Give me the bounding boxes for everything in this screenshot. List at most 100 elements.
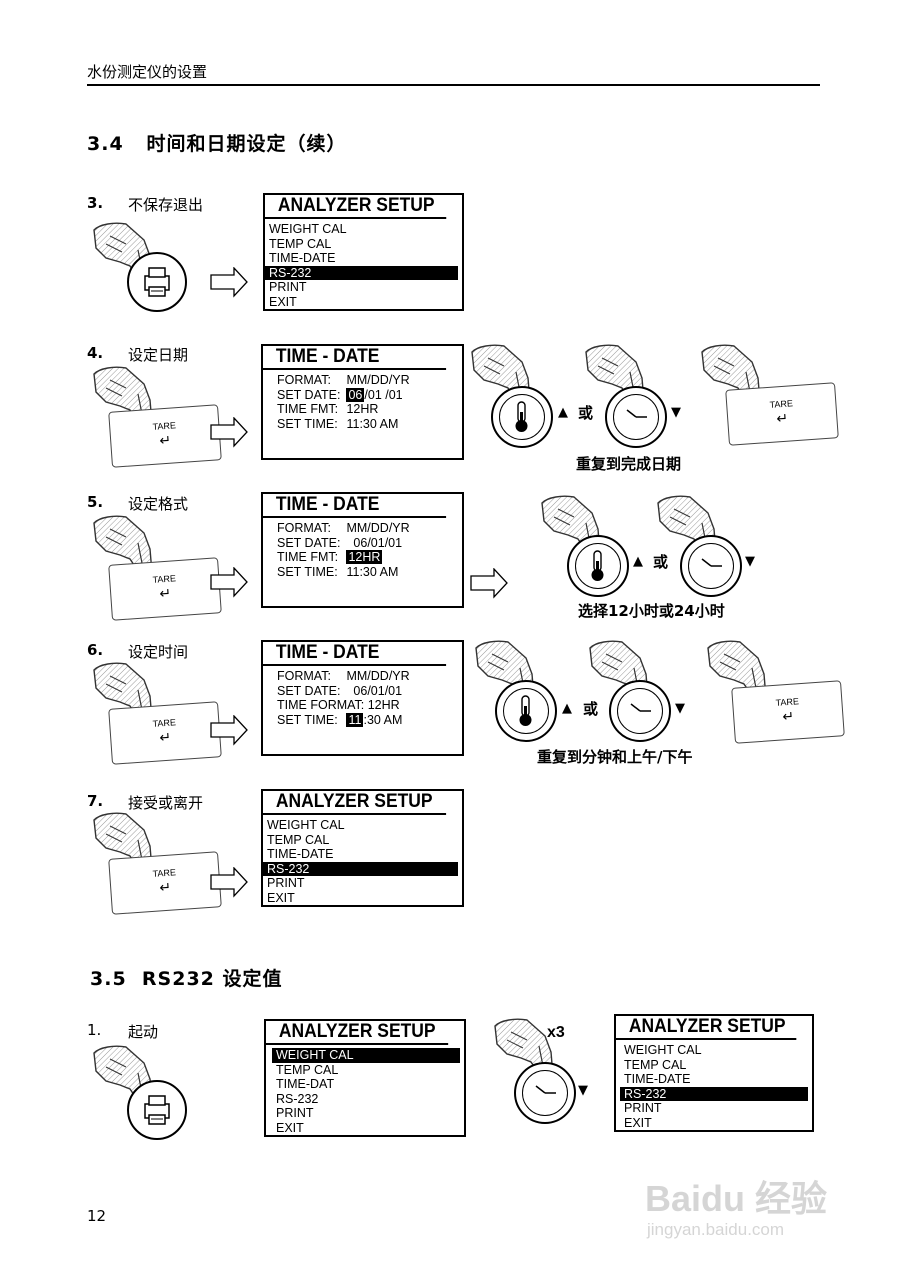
- menu-item-print[interactable]: PRINT: [267, 876, 305, 890]
- arrow-down-icon: ▼: [745, 554, 755, 569]
- tare-key[interactable]: TARE ↵: [731, 680, 845, 744]
- or-text: 或: [578, 404, 594, 422]
- clock-button[interactable]: [680, 535, 742, 597]
- tare-key[interactable]: TARE ↵: [725, 382, 839, 446]
- menu-item-weight-cal[interactable]: WEIGHT CAL: [624, 1043, 702, 1057]
- section-number: 3.5: [90, 968, 127, 990]
- step-label: 设定时间: [128, 643, 189, 661]
- row-label: SET TIME:: [277, 564, 338, 579]
- row-value: 12HR: [346, 402, 379, 416]
- clock-button[interactable]: [609, 680, 671, 742]
- menu-item-weight-cal-selected[interactable]: WEIGHT CAL: [272, 1048, 460, 1063]
- format-row: FORMAT: MM/DD/YR: [263, 521, 462, 536]
- time-format-field-highlighted[interactable]: 12HR: [346, 550, 383, 564]
- outline-arrow-right-icon: [470, 568, 508, 598]
- thermometer-icon: [591, 550, 604, 581]
- row-label: SET TIME:: [277, 712, 338, 727]
- tare-key[interactable]: TARE ↵: [108, 701, 222, 765]
- menu-item-time-date[interactable]: TIME-DATE: [269, 251, 336, 265]
- row-label: FORMAT:: [277, 669, 331, 683]
- step-number: 6.: [87, 641, 104, 659]
- row-value: 11:30 AM: [346, 564, 399, 579]
- arrow-down-icon: ▼: [671, 405, 681, 420]
- menu-item-time-date[interactable]: TIME-DAT: [276, 1077, 335, 1091]
- row-label: FORMAT:: [277, 521, 331, 535]
- print-button[interactable]: [127, 252, 187, 312]
- set-date-row: SET DATE: 06/01/01: [263, 536, 462, 551]
- set-date-row: SET DATE: 06/01/01: [263, 684, 462, 699]
- tare-key[interactable]: TARE ↵: [108, 404, 222, 468]
- time-fmt-row: TIME FMT: 12HR: [263, 402, 462, 417]
- menu-item-rs232-selected[interactable]: RS-232: [265, 265, 458, 280]
- row-value: MM/DD/YR: [346, 669, 410, 683]
- outline-arrow-right-icon: [210, 867, 248, 897]
- row-value: 06/01/01: [353, 535, 403, 550]
- menu-item-exit[interactable]: EXIT: [276, 1120, 304, 1135]
- page-number: 12: [87, 1207, 107, 1225]
- clock-icon: [535, 1085, 556, 1094]
- menu-item-print[interactable]: PRINT: [269, 280, 307, 294]
- analyzer-setup-screen: ANALYZER SETUP WEIGHT CAL TEMP CAL TIME-…: [614, 1014, 814, 1132]
- time-fmt-row: TIME FMT: 12HR: [263, 550, 462, 565]
- menu-item-rs232-selected[interactable]: RS-232: [263, 861, 458, 876]
- temperature-button[interactable]: [495, 680, 557, 742]
- clock-button[interactable]: [605, 386, 667, 448]
- menu-item-temp-cal[interactable]: TEMP CAL: [624, 1057, 687, 1072]
- menu-item-exit[interactable]: EXIT: [269, 294, 297, 309]
- analyzer-setup-screen: ANALYZER SETUP WEIGHT CAL TEMP CAL TIME-…: [261, 789, 464, 907]
- row-value: :30 AM: [363, 712, 403, 727]
- set-date-row: SET DATE: 06/01 /01: [263, 387, 462, 403]
- row-label: SET DATE:: [277, 683, 341, 698]
- arrow-up-icon: ▲: [562, 701, 572, 716]
- row-label: TIME FMT:: [277, 402, 339, 416]
- tare-key[interactable]: TARE ↵: [108, 557, 222, 621]
- temperature-button[interactable]: [567, 535, 629, 597]
- watermark: Baidu 经验 jingyan.baidu.com: [645, 1150, 865, 1250]
- or-text: 或: [653, 553, 669, 571]
- step-number: 7.: [87, 792, 104, 810]
- screen-title: ANALYZER SETUP: [263, 791, 447, 815]
- outline-arrow-right-icon: [210, 567, 248, 597]
- outline-arrow-right-icon: [210, 417, 248, 447]
- menu-item-print[interactable]: PRINT: [276, 1106, 314, 1120]
- menu-item-weight-cal[interactable]: WEIGHT CAL: [267, 818, 345, 832]
- clock-icon: [701, 558, 722, 567]
- menu-item-temp-cal[interactable]: TEMP CAL: [267, 832, 330, 847]
- time-date-screen: TIME - DATE FORMAT: MM/DD/YR SET DATE: 0…: [261, 492, 464, 608]
- menu-item-temp-cal[interactable]: TEMP CAL: [269, 236, 332, 251]
- screen-title: TIME - DATE: [263, 642, 447, 666]
- menu-item-rs232[interactable]: RS-232: [276, 1091, 319, 1106]
- arrow-up-icon: ▲: [633, 554, 643, 569]
- printer-icon: [144, 1095, 170, 1125]
- month-field-highlighted[interactable]: 06: [346, 387, 365, 402]
- clock-button[interactable]: [514, 1062, 576, 1124]
- menu-item-weight-cal[interactable]: WEIGHT CAL: [269, 222, 347, 236]
- clock-icon: [630, 703, 651, 712]
- printer-icon: [144, 267, 170, 297]
- menu-item-exit[interactable]: EXIT: [624, 1115, 652, 1130]
- watermark-brand: Baidu 经验: [645, 1178, 828, 1219]
- screen-title: TIME - DATE: [263, 346, 447, 370]
- step-number: 3.: [87, 194, 104, 212]
- menu-item-exit[interactable]: EXIT: [267, 890, 295, 905]
- step-label: 接受或离开: [128, 794, 204, 812]
- section-3-4-heading: 3.4 时间和日期设定（续）: [87, 129, 347, 156]
- menu-item-time-date[interactable]: TIME-DATE: [624, 1072, 691, 1086]
- menu-item-rs232-selected[interactable]: RS-232: [620, 1086, 808, 1101]
- format-row: FORMAT: MM/DD/YR: [263, 669, 462, 684]
- screen-title: ANALYZER SETUP: [265, 195, 447, 219]
- arrow-down-icon: ▼: [578, 1083, 588, 1098]
- screen-title: ANALYZER SETUP: [266, 1021, 449, 1045]
- temperature-button[interactable]: [491, 386, 553, 448]
- tare-key[interactable]: TARE ↵: [108, 851, 222, 915]
- arrow-down-icon: ▼: [675, 701, 685, 716]
- print-button[interactable]: [127, 1080, 187, 1140]
- menu-item-time-date[interactable]: TIME-DATE: [267, 847, 334, 861]
- row-label: FORMAT:: [277, 373, 331, 387]
- menu-item-print[interactable]: PRINT: [624, 1101, 662, 1115]
- set-time-row: SET TIME: 11:30 AM: [263, 417, 462, 432]
- hour-field-highlighted[interactable]: 11: [346, 712, 364, 727]
- row-label: SET DATE:: [277, 535, 341, 550]
- menu-item-temp-cal[interactable]: TEMP CAL: [276, 1062, 339, 1077]
- time-format-row: TIME FORMAT: 12HR: [277, 698, 400, 712]
